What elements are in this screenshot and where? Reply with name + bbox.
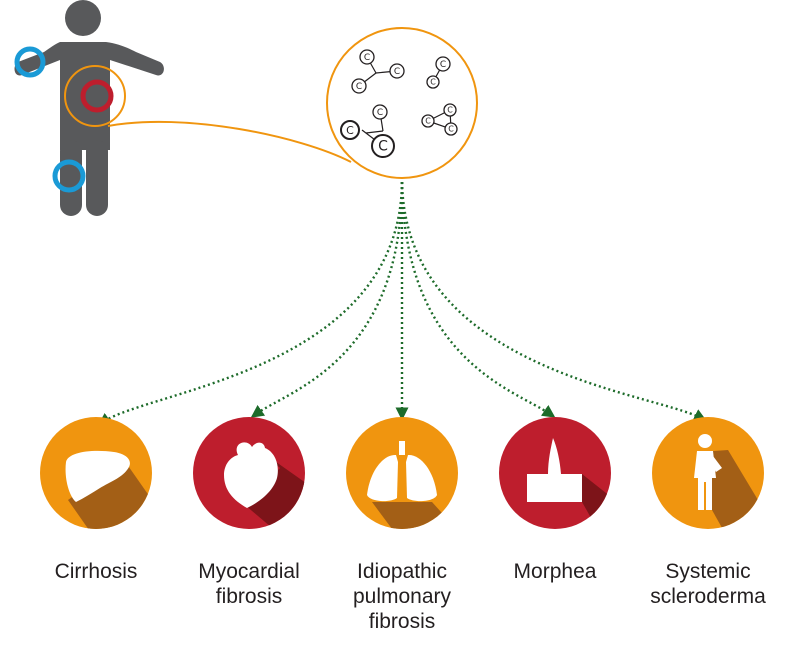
- zoom-circle-large: [326, 27, 478, 179]
- label-line: Idiopathic: [357, 560, 447, 583]
- label-line: pulmonary: [352, 585, 452, 608]
- human-body-icon: [14, 0, 164, 216]
- cell-circle: [426, 75, 440, 89]
- cell-circle: [351, 78, 367, 94]
- disease-morphea: [499, 417, 611, 529]
- cell-glyph: C: [448, 125, 454, 134]
- body-torso: [14, 42, 164, 150]
- cell-circle: [340, 120, 360, 140]
- heart-icon: [224, 442, 278, 508]
- cell-circle: [359, 49, 375, 65]
- body-head: [65, 0, 101, 36]
- cell-glyph: C: [356, 82, 362, 92]
- body-right-leg: [86, 140, 108, 216]
- arrow-to-morphea: [400, 181, 556, 418]
- label-myocardial-fibrosis: Myocardial fibrosis: [174, 559, 324, 609]
- cell-circle: [443, 103, 457, 117]
- label-line: fibrosis: [215, 585, 283, 608]
- label-cirrhosis: Cirrhosis: [21, 559, 171, 584]
- label-line: Cirrhosis: [54, 560, 138, 583]
- disease-idiopathic-pulmonary-fibrosis: [346, 417, 458, 529]
- cell-circle: [444, 122, 458, 136]
- label-line: Myocardial: [198, 560, 300, 583]
- label-idiopathic-pulmonary-fibrosis: Idiopathic pulmonary fibrosis: [327, 559, 477, 634]
- arrow-to-myocardial-fibrosis: [250, 181, 404, 418]
- disease-cirrhosis: [40, 417, 152, 529]
- skin-hair-icon: [527, 438, 582, 502]
- label-systemic-scleroderma: Systemic scleroderma: [633, 559, 783, 609]
- disease-systemic-scleroderma: [652, 417, 764, 529]
- label-line: Systemic: [665, 560, 751, 583]
- cell-glyph: C: [447, 106, 453, 115]
- cell-glyph: C: [440, 60, 446, 70]
- disease-myocardial-fibrosis: [193, 417, 305, 529]
- tissue-site-marker-hip: [52, 159, 86, 193]
- label-line: fibrosis: [368, 610, 436, 633]
- arrow-to-cirrhosis: [97, 181, 404, 426]
- cell-circle: [389, 63, 405, 79]
- body-left-leg: [60, 140, 82, 216]
- cell-glyph: C: [430, 78, 436, 87]
- label-line: Morphea: [513, 560, 597, 583]
- lungs-icon: [367, 441, 437, 502]
- cell-glyph: C: [378, 139, 388, 155]
- zoom-connector-line: [107, 120, 352, 163]
- cell-circle: [372, 104, 388, 120]
- cell-circle: [421, 114, 435, 128]
- zoom-circle-small: [64, 65, 126, 127]
- cell-glyph: C: [377, 108, 383, 118]
- cell-glyph: C: [425, 117, 431, 126]
- arrows: [97, 181, 707, 426]
- cell-glyph: C: [346, 124, 354, 137]
- cell-circle: [435, 56, 451, 72]
- arrow-to-systemic-scleroderma: [400, 181, 707, 421]
- tissue-site-marker-shoulder: [14, 46, 46, 78]
- cell-circle: [371, 134, 395, 158]
- label-line: scleroderma: [650, 585, 766, 608]
- cell-glyph: C: [394, 67, 400, 77]
- cell-glyph: C: [364, 53, 370, 63]
- liver-icon: [65, 450, 130, 502]
- person-pain-icon: [694, 434, 722, 510]
- label-morphea: Morphea: [480, 559, 630, 584]
- tissue-site-marker-lung: [80, 79, 114, 113]
